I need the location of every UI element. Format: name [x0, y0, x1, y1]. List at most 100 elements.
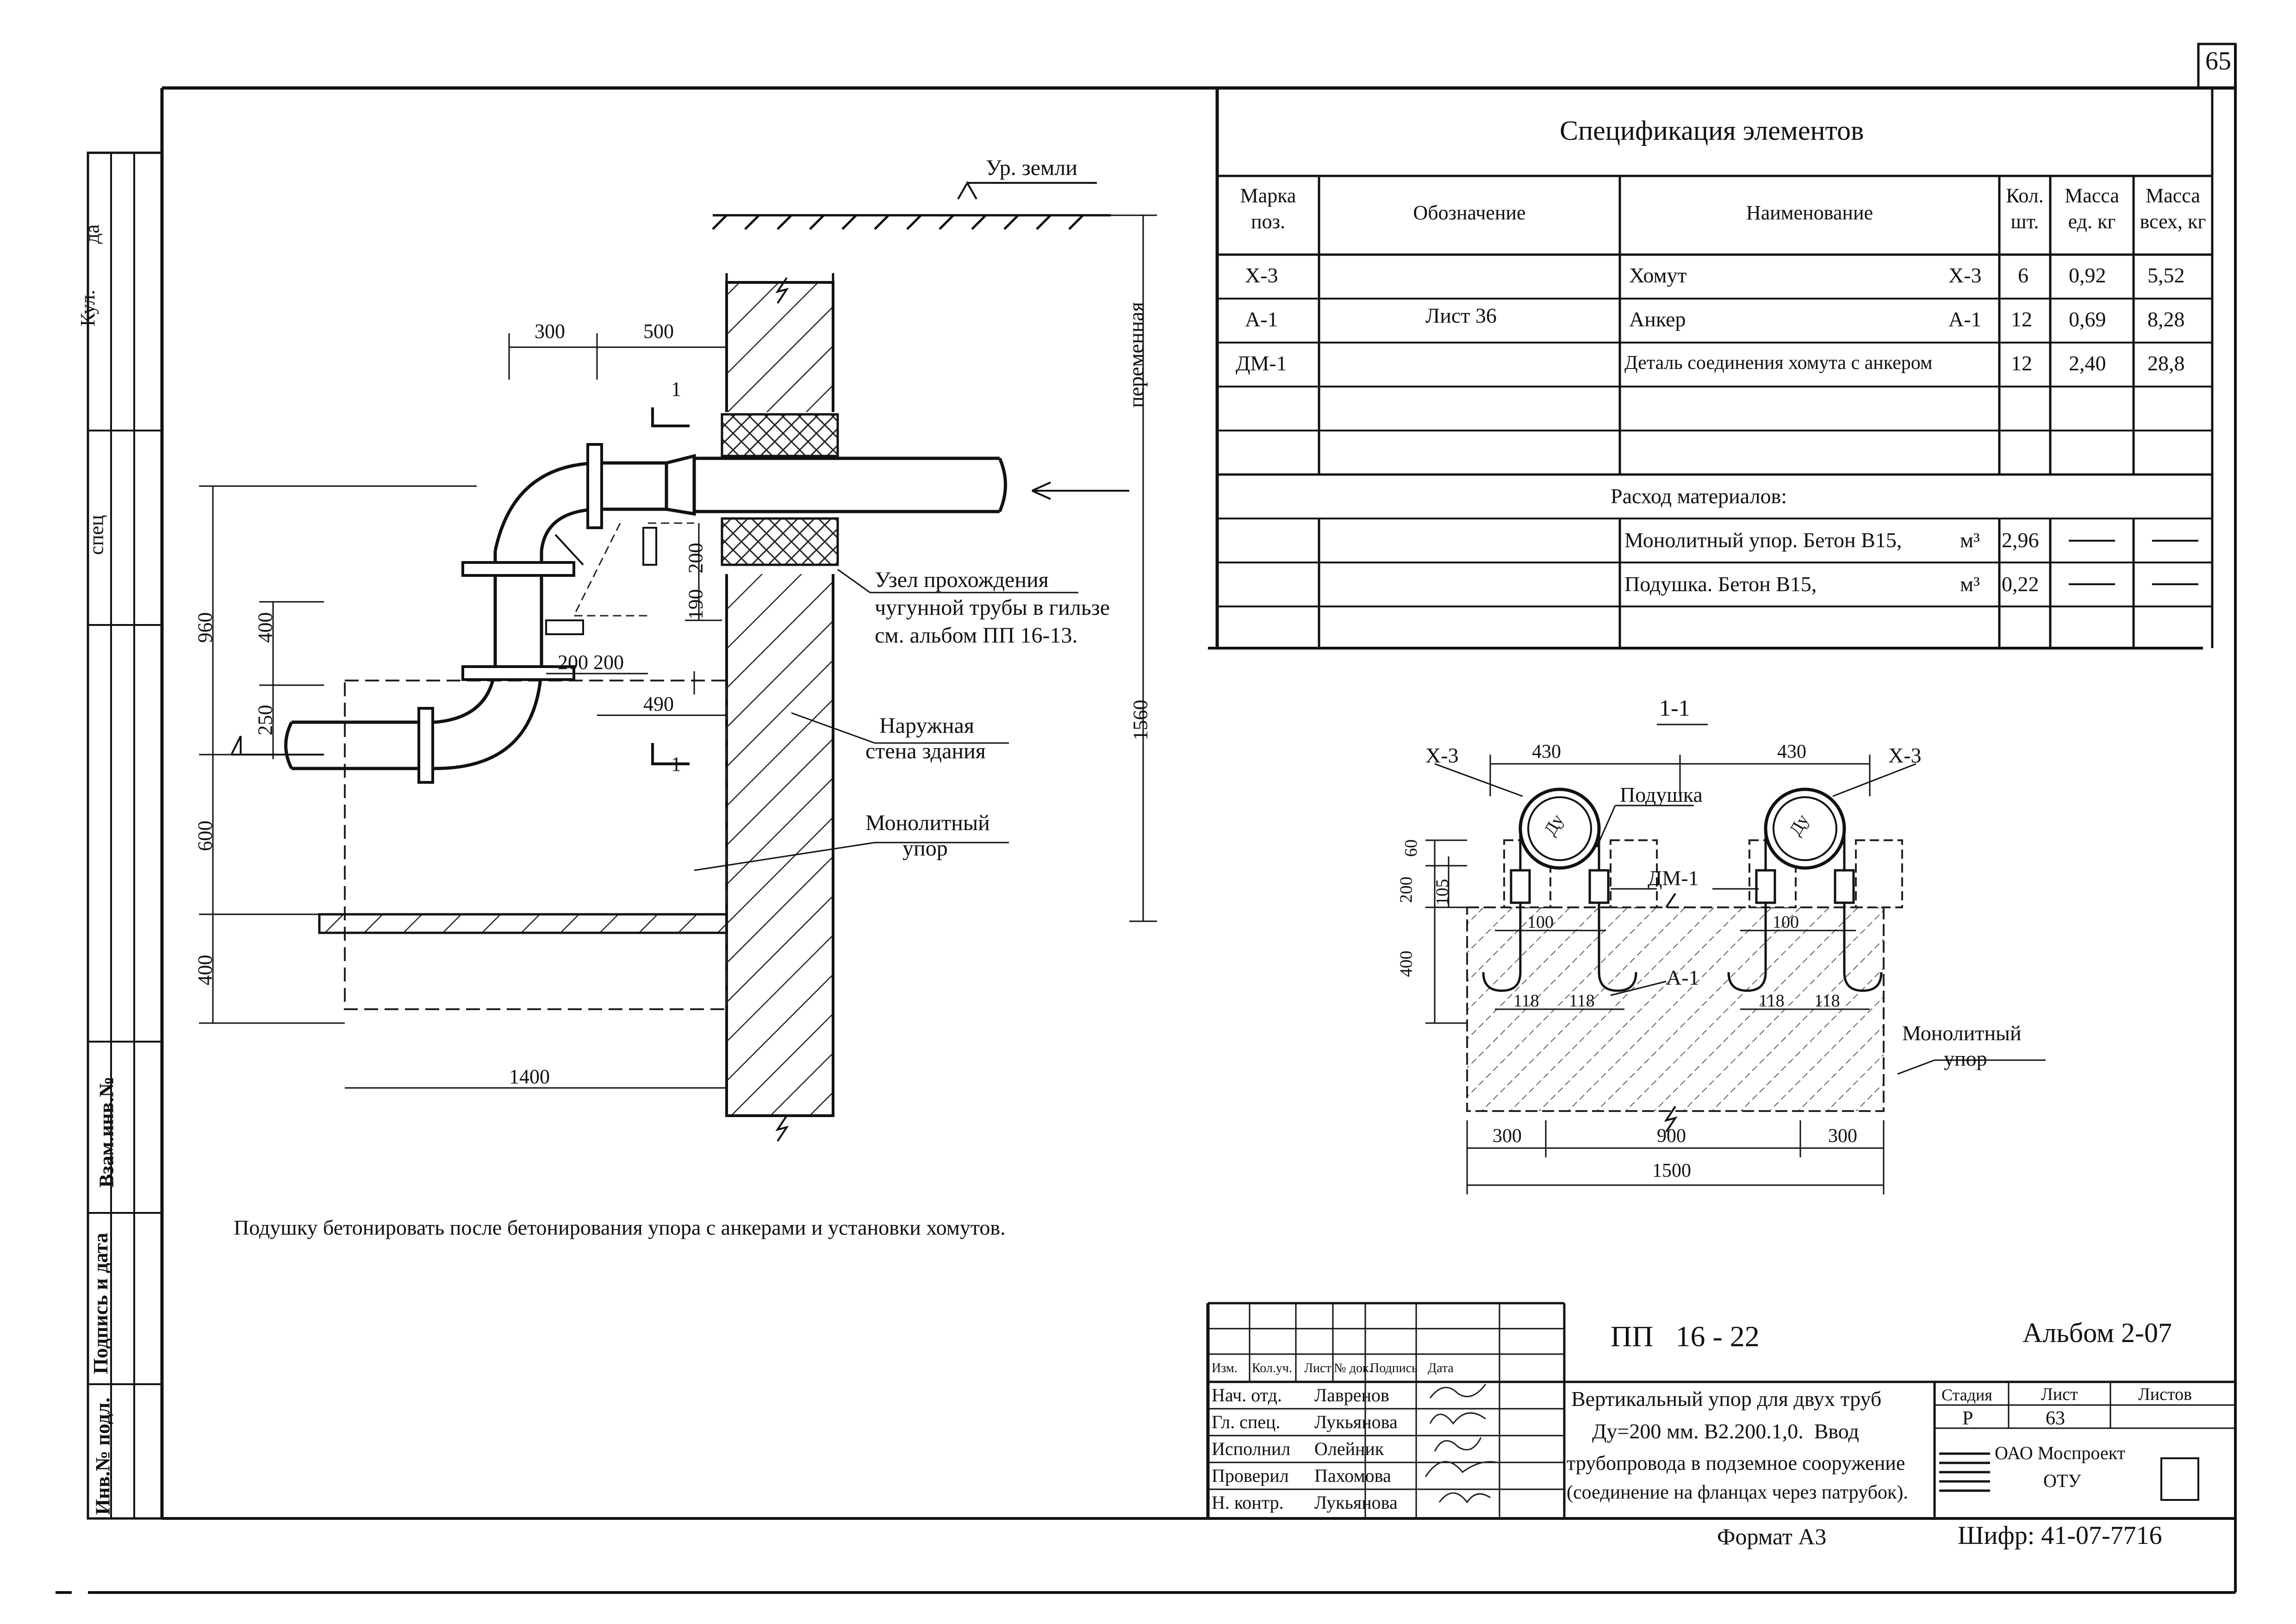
- spec-row-qty: 12: [2011, 307, 2032, 331]
- label-stop-line2: упор: [1944, 1047, 1987, 1070]
- dim-60: 60: [1401, 839, 1421, 857]
- spec-title: Спецификация элементов: [1560, 115, 1864, 146]
- dim-600: 600: [193, 820, 217, 851]
- strip-vzam: Взам.инв.№: [95, 1076, 118, 1188]
- dim-300: 300: [535, 320, 565, 343]
- stamp-person: Лавренов: [1314, 1385, 1389, 1405]
- stamp-role: Исполнил: [1212, 1438, 1291, 1459]
- spec-header-qty: Кол. шт.: [2006, 184, 2044, 233]
- description-line1: Вертикальный упор для двух труб: [1571, 1387, 1882, 1411]
- spec-row-mark: Х-3: [1245, 263, 1278, 287]
- dim-300-left: 300: [1493, 1125, 1522, 1147]
- dimension-lines: [199, 214, 1157, 1089]
- stamp-role: Нач. отд.: [1212, 1385, 1282, 1405]
- col-header-doc: № док.: [1334, 1361, 1372, 1375]
- spec-row-total: 5,52: [2147, 263, 2185, 287]
- dim-500: 500: [643, 320, 674, 343]
- section-mark-bottom: 1: [671, 753, 681, 775]
- flow-arrow: [230, 481, 1129, 756]
- node-label-line3: см. альбом ПП 16-13.: [875, 623, 1078, 648]
- col-header-list: Лист: [1304, 1361, 1332, 1375]
- spec-row-unit: 0,69: [2069, 307, 2106, 331]
- stamp-person: Пахомова: [1314, 1465, 1391, 1486]
- label-a1: А-1: [1666, 966, 1699, 989]
- col-header-kol: Кол.уч.: [1252, 1361, 1292, 1375]
- spec-row-unit: 0,92: [2069, 263, 2106, 287]
- label-x3-left: Х-3: [1425, 743, 1459, 767]
- building-wall: [721, 273, 839, 1142]
- dim-490: 490: [643, 693, 674, 715]
- page-number: 65: [2205, 47, 2231, 75]
- album-label: Альбом 2-07: [2022, 1318, 2172, 1348]
- material-unit: м³: [1960, 528, 1980, 552]
- dim-200: 200: [684, 543, 707, 574]
- stamp-person: Лукьянова: [1314, 1412, 1398, 1432]
- spec-row-code: А-1: [1948, 307, 1982, 331]
- stop-label-line2: упор: [902, 836, 948, 861]
- dim-1560: 1560: [1129, 700, 1152, 741]
- wall-label-line2: стена здания: [865, 739, 986, 763]
- dim-250: 250: [254, 705, 277, 736]
- material-unit: м³: [1960, 572, 1980, 596]
- sheet-label: Лист: [2041, 1385, 2078, 1404]
- spec-row-mark: ДМ-1: [1236, 351, 1287, 375]
- label-dm1: ДМ-1: [1648, 866, 1699, 890]
- strip-podpis: Подпись и дата: [89, 1232, 112, 1374]
- general-note: Подушку бетонировать после бетонирования…: [234, 1216, 1006, 1239]
- stamp-role: Н. контр.: [1212, 1492, 1284, 1513]
- monolithic-stop-outline: [344, 680, 728, 1010]
- sheet-value: 63: [2046, 1408, 2065, 1429]
- spec-header-total-mass: Масса всех, кг: [2140, 184, 2206, 233]
- dim-100-left: 100: [1527, 912, 1554, 932]
- dim-118: 118: [1569, 991, 1595, 1011]
- dim-200: 200: [1396, 876, 1416, 903]
- dim-400a: 400: [254, 612, 277, 643]
- materials-title: Расход материалов:: [1611, 484, 1787, 508]
- spec-row-qty: 6: [2018, 263, 2028, 287]
- variable-depth-label: переменная: [1124, 302, 1148, 408]
- dim-118: 118: [1759, 991, 1785, 1011]
- dim-105: 105: [1432, 879, 1452, 906]
- title-block-grid: [1206, 1302, 2235, 1518]
- stage-value: Р: [1962, 1408, 1973, 1429]
- dim-900: 900: [1657, 1125, 1686, 1147]
- spec-row-name: Деталь соединения хомута с анкером: [1624, 352, 1933, 374]
- material-name: Монолитный упор. Бетон В15,: [1624, 528, 1902, 552]
- node-label-line1: Узел прохождения: [875, 568, 1049, 592]
- strip-spec: спец: [85, 515, 108, 555]
- col-header-date: Дата: [1428, 1361, 1454, 1375]
- spec-row-code: Х-3: [1948, 263, 1982, 287]
- dim-430-right: 430: [1777, 741, 1806, 762]
- stop-label-line1: Монолитный: [865, 811, 990, 835]
- section-1-1-dimensions: [1425, 724, 2046, 1194]
- dim-400b: 400: [193, 955, 217, 986]
- dim-1400: 1400: [509, 1065, 550, 1088]
- floor-slab: [318, 913, 728, 934]
- org-name-line2: ОТУ: [2043, 1470, 2081, 1491]
- spec-row-unit: 2,40: [2069, 351, 2106, 375]
- node-label-line2: чугунной трубы в гильзе: [875, 595, 1110, 620]
- dim-960: 960: [193, 612, 217, 643]
- spec-row-total: 8,28: [2147, 307, 2185, 331]
- section-mark-top: 1: [671, 378, 681, 400]
- paper-format: Формат А3: [1717, 1524, 1827, 1549]
- spec-row-qty: 12: [2011, 351, 2032, 375]
- ground-line: [712, 181, 1111, 230]
- pipe-centerline: [572, 522, 694, 617]
- spec-row-name: Анкер: [1629, 307, 1686, 331]
- spec-row-name: Хомут: [1629, 263, 1687, 287]
- description-line2: Ду=200 мм. В2.200.1,0. Ввод: [1592, 1419, 1859, 1443]
- stamp-person: Олейник: [1314, 1438, 1384, 1459]
- strip-da: да: [81, 224, 104, 244]
- dim-400: 400: [1396, 950, 1416, 977]
- spec-row-mark: А-1: [1245, 307, 1278, 331]
- strip-inv: Инв.№ подл.: [91, 1397, 114, 1515]
- spec-designation-shared: Лист 36: [1425, 304, 1497, 327]
- org-name-line1: ОАО Моспроект: [1995, 1443, 2126, 1463]
- dim-200-200: 200 200: [558, 651, 624, 674]
- stamp-role: Проверил: [1212, 1465, 1289, 1486]
- stamp-role: Гл. спец.: [1212, 1412, 1281, 1432]
- dim-300-right: 300: [1828, 1125, 1857, 1147]
- spec-header-name: Наименование: [1746, 201, 1873, 224]
